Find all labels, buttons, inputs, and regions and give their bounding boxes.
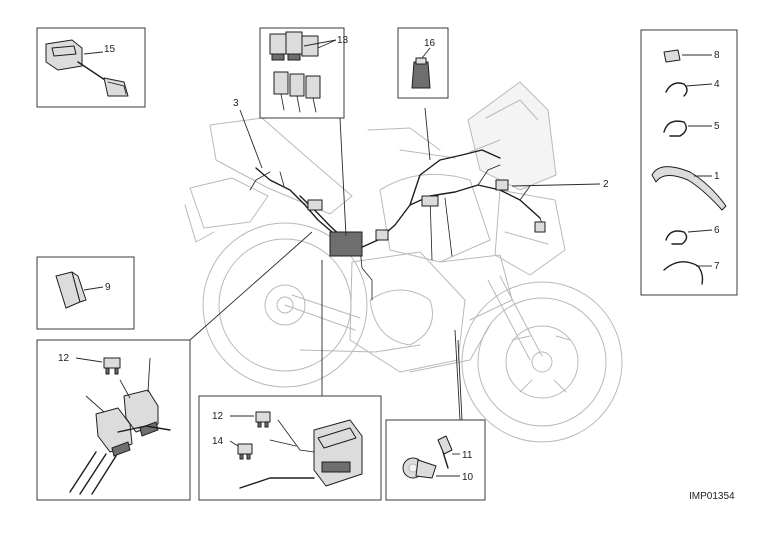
callout-11: 11 bbox=[462, 450, 473, 461]
callout-1: 1 bbox=[714, 171, 720, 182]
drawing-code: IMP01354 bbox=[689, 491, 735, 502]
callout-4: 4 bbox=[714, 79, 720, 90]
callout-10: 10 bbox=[462, 472, 474, 483]
box-part-16: 16 bbox=[397, 27, 449, 99]
callout-13: 13 bbox=[337, 35, 349, 46]
box-part-9: 9 bbox=[36, 256, 135, 330]
box-fasteners: 8 4 5 1 6 7 bbox=[640, 29, 738, 296]
callout-6: 6 bbox=[714, 225, 720, 236]
motorcycle-outline bbox=[184, 81, 623, 443]
bike-leaders bbox=[40, 107, 601, 421]
callout-12-a: 12 bbox=[58, 353, 70, 364]
callout-8: 8 bbox=[714, 50, 720, 61]
callout-14: 14 bbox=[212, 436, 224, 447]
box-part-15: 15 bbox=[36, 27, 146, 108]
callout-2: 2 bbox=[603, 179, 609, 190]
callout-16: 16 bbox=[424, 38, 436, 49]
callout-15: 15 bbox=[104, 44, 116, 55]
box-part-10-11: 11 10 bbox=[385, 419, 486, 501]
callout-9: 9 bbox=[105, 282, 111, 293]
harness-on-bike bbox=[249, 149, 546, 301]
box-part-13: 13 bbox=[259, 27, 349, 119]
callout-5: 5 bbox=[714, 121, 720, 132]
box-fuse-holder: 12 14 bbox=[198, 395, 382, 501]
callout-3: 3 bbox=[233, 98, 239, 109]
callout-7: 7 bbox=[714, 261, 720, 272]
box-relays: 12 bbox=[36, 339, 191, 501]
callout-12-b: 12 bbox=[212, 411, 224, 422]
